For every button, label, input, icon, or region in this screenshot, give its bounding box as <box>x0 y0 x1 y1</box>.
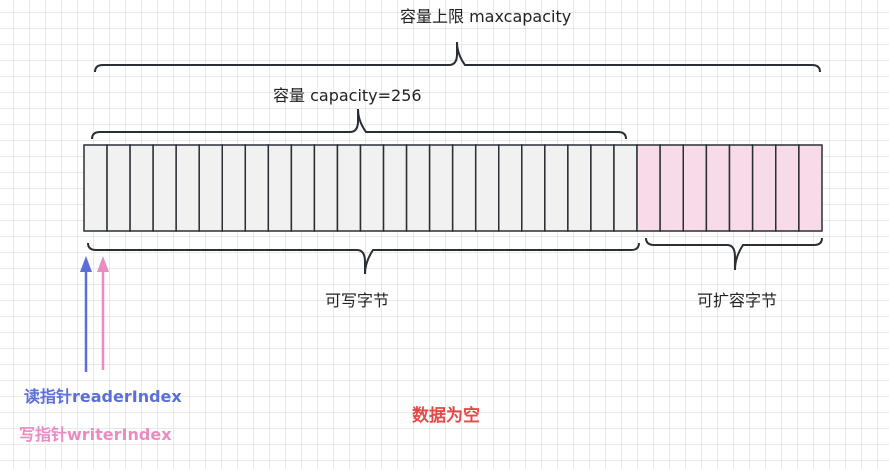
capacity-cell <box>451 144 477 232</box>
writable-bytes-brace <box>87 242 640 275</box>
expandable-cell <box>798 144 823 232</box>
expandable-cell <box>751 144 777 232</box>
capacity-cell <box>405 144 431 232</box>
expandable-cell <box>636 144 661 232</box>
capacity-cell <box>175 144 200 232</box>
expandable-cell <box>659 144 684 232</box>
capacity-brace <box>91 108 627 140</box>
capacity-cell <box>336 144 362 232</box>
expandable-cell <box>682 144 708 232</box>
empty-status-label: 数据为空 <box>412 406 480 426</box>
capacity-cell <box>129 144 154 232</box>
expandable-cell <box>728 144 754 232</box>
expandable-cell <box>705 144 731 232</box>
capacity-cell <box>221 144 247 232</box>
capacity-cell <box>567 144 592 232</box>
expandable-bytes-brace <box>645 237 823 271</box>
capacity-cell <box>83 144 108 232</box>
reader-index-arrow <box>80 256 92 372</box>
max-capacity-label: 容量上限 maxcapacity <box>400 7 572 26</box>
capacity-cell <box>267 144 293 232</box>
capacity-cell <box>590 144 615 232</box>
capacity-cell <box>498 144 523 232</box>
capacity-cell <box>313 144 339 232</box>
capacity-cell <box>244 144 270 232</box>
max-capacity-brace <box>94 41 821 73</box>
capacity-cell <box>474 144 500 232</box>
capacity-cell <box>544 144 569 232</box>
expandable-cell <box>775 144 800 232</box>
writer-index-arrow <box>97 256 109 370</box>
writable-bytes-label: 可写字节 <box>325 291 390 310</box>
writer-index-label: 写指针writerIndex <box>19 425 172 444</box>
expandable-bytes-label: 可扩容字节 <box>697 291 778 310</box>
capacity-cell <box>613 144 638 232</box>
capacity-cell <box>521 144 546 232</box>
capacity-cell <box>428 144 454 232</box>
capacity-cell <box>359 144 385 232</box>
capacity-cell <box>152 144 177 232</box>
capacity-cell <box>382 144 408 232</box>
reader-index-label: 读指针readerIndex <box>24 387 182 406</box>
capacity-label: 容量 capacity=256 <box>273 86 422 105</box>
buffer-cells <box>83 144 823 232</box>
capacity-cell <box>106 144 131 232</box>
capacity-cell <box>198 144 223 232</box>
capacity-cell <box>290 144 316 232</box>
